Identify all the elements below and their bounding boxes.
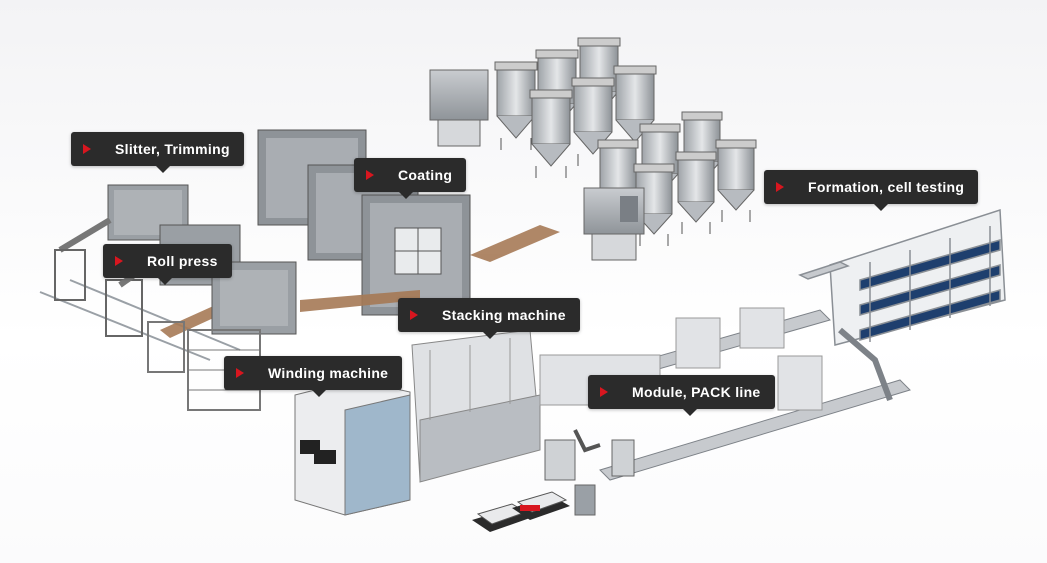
slitter-box xyxy=(211,261,297,335)
label-pointer xyxy=(158,278,172,285)
label-roll-press: Roll press xyxy=(103,244,232,285)
label-pointer xyxy=(156,166,170,173)
arrow-right-icon xyxy=(115,256,123,266)
arrow-right-icon xyxy=(236,368,244,378)
label-slitter-trimming: Slitter, Trimming xyxy=(71,132,244,173)
label-pointer xyxy=(399,192,413,199)
arrow-right-icon xyxy=(83,144,91,154)
label-stacking-machine-text: Stacking machine xyxy=(442,307,566,323)
mixing-tanks-lower xyxy=(597,111,757,246)
label-coating: Coating xyxy=(354,158,467,199)
label-roll-press-text: Roll press xyxy=(147,253,218,269)
mixing-tanks-upper xyxy=(494,37,657,178)
planetary-mixers xyxy=(429,69,645,261)
winding-machine-unit xyxy=(294,379,411,516)
label-formation-cell-testing: Formation, cell testing xyxy=(764,170,979,211)
floor-rails xyxy=(39,279,241,361)
label-stacking-machine: Stacking machine xyxy=(398,298,580,339)
label-pointer xyxy=(683,409,697,416)
arrow-right-icon xyxy=(776,182,784,192)
label-winding-machine: Winding machine xyxy=(224,356,403,397)
formation-racks xyxy=(798,208,1006,402)
arrow-right-icon xyxy=(366,170,374,180)
stacking-machine-unit xyxy=(411,329,541,483)
label-module-pack-line: Module, PACK line xyxy=(588,375,775,416)
label-module-pack-line-text: Module, PACK line xyxy=(632,384,761,400)
label-pointer xyxy=(312,390,326,397)
label-formation-cell-testing-text: Formation, cell testing xyxy=(808,179,965,195)
agv-carts xyxy=(472,491,570,532)
label-pointer xyxy=(874,204,888,211)
label-pointer xyxy=(483,332,497,339)
label-slitter-trimming-text: Slitter, Trimming xyxy=(115,141,230,157)
arrow-right-icon xyxy=(600,387,608,397)
label-coating-text: Coating xyxy=(398,167,453,183)
coating-ovens xyxy=(257,129,471,316)
arrow-right-icon xyxy=(410,310,418,320)
label-winding-machine-text: Winding machine xyxy=(268,365,389,381)
robot-arms xyxy=(544,429,635,516)
